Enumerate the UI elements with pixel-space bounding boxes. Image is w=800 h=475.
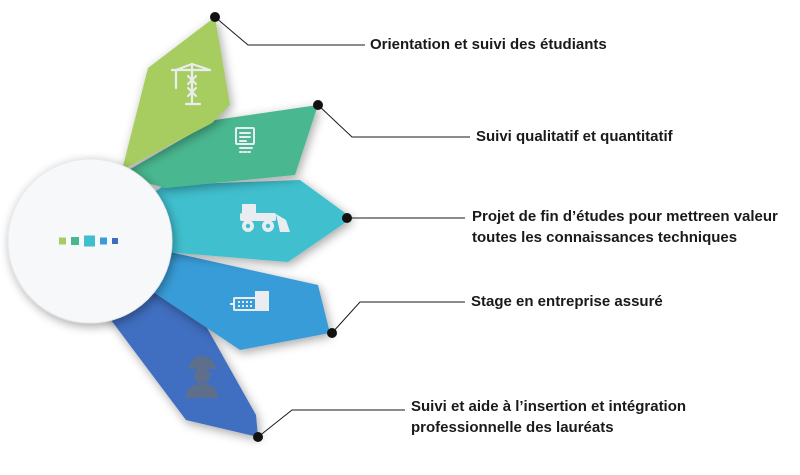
label-stage: Stage en entreprise assuré [471,293,663,310]
center-dot [112,238,118,244]
connector-line-5 [257,409,405,438]
connector-lines [214,16,470,438]
petal-group [96,17,352,437]
label-insertion: Suivi et aide à l’insertion et intégrati… [411,398,687,436]
center-dot [84,235,95,247]
connector-dot-4 [327,328,337,338]
center-dots [59,235,118,247]
label-projet: Projet de fin d’études pour mettreen val… [472,208,778,246]
document-board-icon [235,127,255,153]
center-dot [59,237,66,245]
center-dot [71,237,79,245]
construction-machine-icon [230,291,269,311]
label-orientation: Orientation et suivi des étudiants [370,36,607,53]
center-dot [100,237,107,245]
petal-orientation [122,17,230,170]
petal-suivi-qualitatif [120,105,318,188]
connector-line-1 [214,16,365,46]
connector-line-4 [331,301,465,334]
connector-dot-3 [342,213,352,223]
label-suivi-qualitatif: Suivi qualitatif et quantitatif [476,128,673,145]
connector-endpoints [210,12,352,442]
bulldozer-icon [240,204,290,232]
connector-line-2 [317,104,470,138]
connector-dot-1 [210,12,220,22]
tower-crane-icon [170,62,212,106]
connector-dot-2 [313,100,323,110]
engineer-worker-icon [186,356,218,398]
connector-dot-5 [253,432,263,442]
